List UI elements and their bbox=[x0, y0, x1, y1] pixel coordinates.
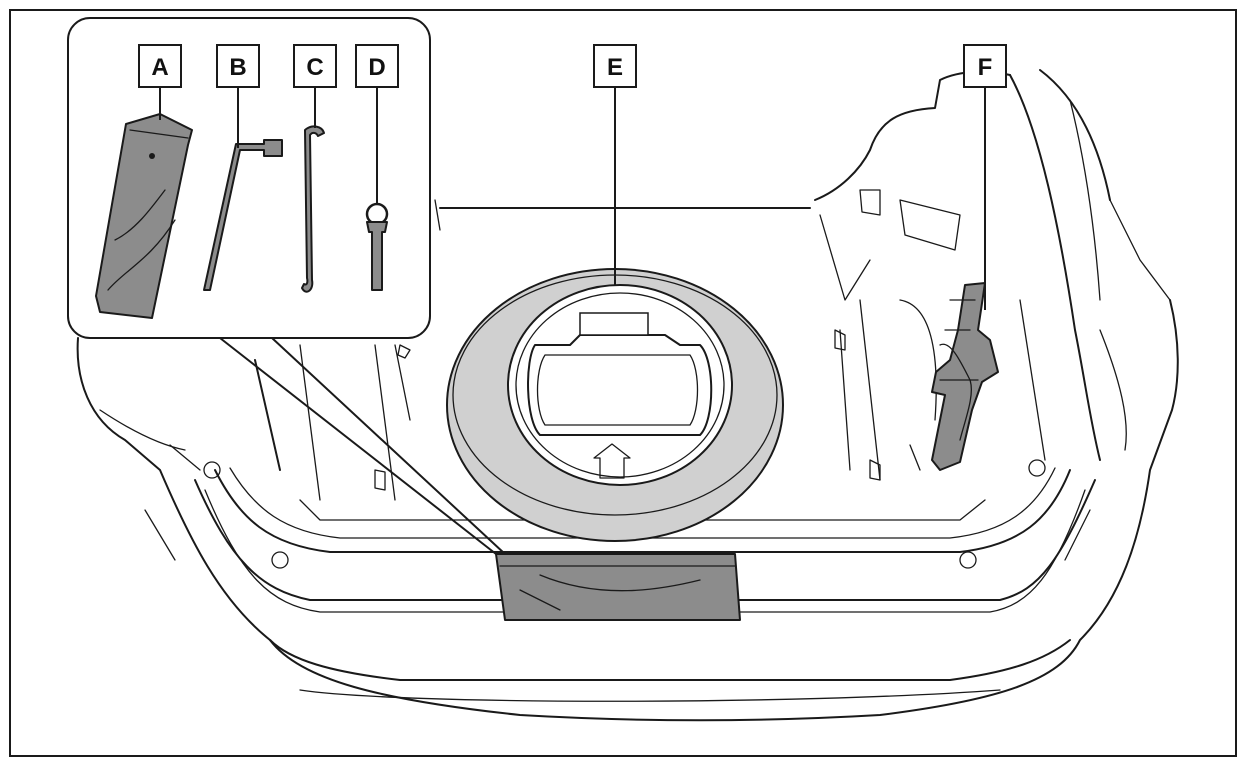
label-d-text: D bbox=[368, 54, 385, 81]
spare-tire-icon bbox=[447, 269, 783, 541]
label-a: A bbox=[139, 45, 181, 87]
label-a-text: A bbox=[151, 54, 168, 81]
label-b: B bbox=[217, 45, 259, 87]
label-d: D bbox=[356, 45, 398, 87]
label-c-text: C bbox=[306, 54, 323, 81]
label-f: F bbox=[964, 45, 1006, 87]
label-b-text: B bbox=[229, 54, 246, 81]
label-c: C bbox=[294, 45, 336, 87]
label-f-text: F bbox=[978, 54, 993, 81]
jack-icon bbox=[932, 283, 998, 470]
label-e: E bbox=[594, 45, 636, 87]
label-e-text: E bbox=[607, 54, 623, 81]
tool-bag-in-trunk bbox=[496, 554, 740, 620]
